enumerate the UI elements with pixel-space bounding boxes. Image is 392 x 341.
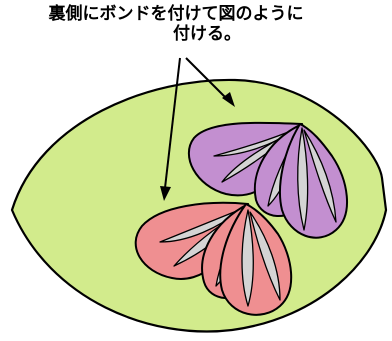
arrow-to-pink-flower — [164, 57, 181, 189]
arrow-to-purple-flower — [185, 57, 229, 101]
arrowhead-pink — [160, 186, 171, 201]
purple-flower — [188, 121, 348, 239]
pink-petal-left-vein — [159, 207, 245, 243]
arrowhead-purple — [222, 92, 235, 107]
pink-flower — [134, 201, 293, 316]
purple-petal-right-vein — [297, 127, 309, 231]
instruction-line-2: 付ける。 — [173, 24, 241, 44]
pointer-arrows — [164, 57, 229, 189]
pink-petal-right-vein — [241, 209, 254, 307]
instruction-text: 裏側にボンドを付けて図のように 付ける。 — [0, 4, 392, 44]
instruction-line-1: 裏側にボンドを付けて図のように — [48, 4, 304, 24]
purple-petal-right-vein-2 — [303, 129, 337, 223]
pink-petal-right-vein-2 — [249, 211, 281, 301]
